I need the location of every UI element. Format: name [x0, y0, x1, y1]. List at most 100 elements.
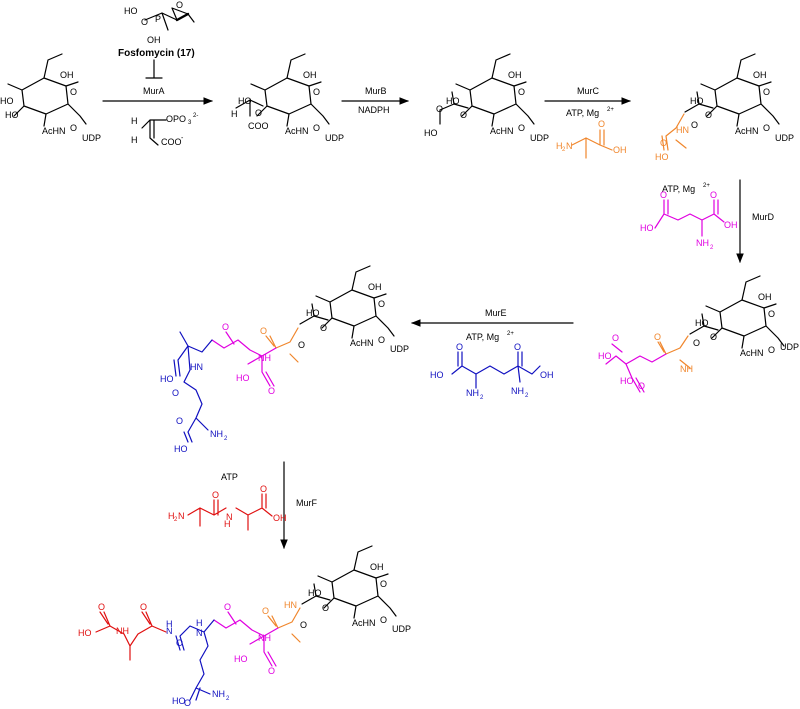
svg-text:NH: NH [511, 386, 524, 396]
svg-text:2-: 2- [193, 113, 198, 119]
enzyme-murF: MurF [296, 498, 317, 508]
svg-text:OH: OH [273, 513, 287, 523]
svg-text:AcHN: AcHN [285, 126, 309, 136]
svg-text:HN: HN [190, 362, 203, 372]
svg-text:2: 2 [525, 393, 529, 399]
dap-residue-4: N H O O HO NH 2 N H [166, 618, 230, 708]
svg-text:O: O [763, 87, 770, 97]
svg-text:HO: HO [424, 128, 438, 138]
svg-text:O: O [460, 110, 467, 120]
d-glutamate-structure: HO O O OH NH 2 [640, 190, 738, 251]
svg-text:HO: HO [172, 696, 186, 706]
svg-text:HO: HO [640, 223, 654, 233]
fosfomycin-epoxide-o-label: O [176, 0, 183, 10]
dap-residue-3: HN HO O O HO NH 2 [160, 331, 228, 454]
svg-text:O: O [222, 322, 229, 332]
svg-text:O: O [518, 123, 525, 133]
svg-text:O: O [268, 386, 275, 396]
svg-text:HO: HO [655, 152, 669, 162]
glu-residue-3: NH O HO O [211, 322, 277, 396]
svg-text:O: O [378, 299, 385, 309]
svg-text:H: H [224, 519, 231, 529]
svg-text:OPO: OPO [166, 114, 186, 124]
svg-text:NH: NH [258, 633, 271, 643]
glu-residue-2: O HO O HO [598, 333, 667, 393]
fosfomycin-oh-label: OH [147, 35, 161, 45]
svg-text:UDP: UDP [325, 133, 344, 143]
svg-text:2: 2 [226, 696, 230, 702]
cofactor-nadph: NADPH [358, 105, 390, 115]
svg-text:HN: HN [284, 600, 297, 610]
svg-text:HO: HO [598, 351, 612, 361]
svg-text:O: O [224, 602, 231, 612]
svg-text:O: O [172, 388, 179, 398]
svg-text:O: O [598, 119, 605, 129]
udp-murnac-ala-structure: OH O HO O AcHN O UDP O [684, 53, 794, 143]
svg-text:AcHN: AcHN [42, 126, 66, 136]
svg-text:NH: NH [680, 364, 693, 374]
svg-text:O: O [300, 620, 307, 630]
svg-text:O: O [313, 123, 320, 133]
svg-text:OH: OH [613, 145, 627, 155]
l-alanine-structure: H 2 N O OH [556, 119, 627, 159]
svg-text:2: 2 [174, 517, 178, 523]
svg-text:O: O [660, 138, 667, 148]
inhibition-bar [145, 59, 163, 79]
enzyme-murC: MurC [577, 86, 599, 96]
svg-text:O: O [98, 602, 105, 612]
fosfomycin-p-label: P [155, 14, 161, 24]
svg-text:AcHN: AcHN [350, 338, 374, 348]
svg-text:AcHN: AcHN [490, 126, 514, 136]
svg-text:HO: HO [430, 370, 444, 380]
svg-text:HO: HO [78, 628, 92, 638]
svg-text:O: O [518, 87, 525, 97]
cofactor-atp: ATP [221, 472, 238, 482]
svg-text:HO: HO [174, 444, 188, 454]
svg-text:O: O [710, 190, 717, 200]
svg-text:HO: HO [160, 374, 174, 384]
svg-text:O: O [140, 602, 147, 612]
pep-structure: H H OPO 3 2- COO - [131, 113, 198, 147]
svg-text:H: H [166, 619, 173, 629]
svg-text:O: O [176, 638, 183, 648]
fosfomycin-structure: HO O P O OH [124, 0, 195, 45]
svg-text:O: O [436, 104, 443, 114]
ala-residue-1: HN HO O [655, 113, 689, 162]
fosfomycin-label: Fosfomycin (17) [118, 48, 195, 59]
svg-text:HO: HO [620, 376, 634, 386]
svg-text:2+: 2+ [703, 183, 710, 189]
svg-text:O: O [705, 110, 712, 120]
svg-text:NH: NH [696, 238, 709, 248]
svg-text:COO: COO [248, 121, 269, 131]
svg-text:2: 2 [224, 436, 228, 442]
svg-text:O: O [260, 484, 267, 494]
svg-text:OH: OH [508, 70, 522, 80]
svg-text:O: O [514, 342, 521, 352]
svg-text:NH: NH [466, 388, 479, 398]
svg-text:2: 2 [562, 147, 566, 153]
ala-residue-3: O [260, 326, 299, 363]
svg-text:O: O [176, 416, 183, 426]
svg-text:O: O [768, 309, 775, 319]
cofactor-atp-mg-2: ATP, Mg [662, 184, 695, 194]
svg-text:COO: COO [161, 137, 182, 147]
svg-text:N: N [166, 626, 173, 636]
svg-text:HO: HO [5, 110, 19, 120]
svg-text:HO: HO [234, 654, 248, 664]
svg-text:H: H [231, 109, 238, 119]
svg-text:HO: HO [238, 96, 252, 106]
udp-glcnac-structure: OH O HO HO AcHN O UDP [0, 53, 101, 143]
udp-murnac-structure: OH O HO O HO O AcHN O UDP [424, 53, 549, 143]
glu-residue-4: NH O HO O [213, 602, 279, 676]
svg-text:O: O [768, 345, 775, 355]
svg-text:O: O [255, 108, 262, 118]
svg-text:UDP: UDP [392, 624, 411, 634]
svg-text:O: O [456, 342, 463, 352]
svg-text:O: O [654, 332, 661, 342]
fosfomycin-o-label: O [141, 17, 148, 27]
svg-text:OH: OH [370, 562, 384, 572]
svg-text:O: O [322, 603, 329, 613]
svg-text:UDP: UDP [82, 133, 101, 143]
ala-residue-2: NH O [654, 332, 693, 374]
svg-text:O: O [380, 579, 387, 589]
